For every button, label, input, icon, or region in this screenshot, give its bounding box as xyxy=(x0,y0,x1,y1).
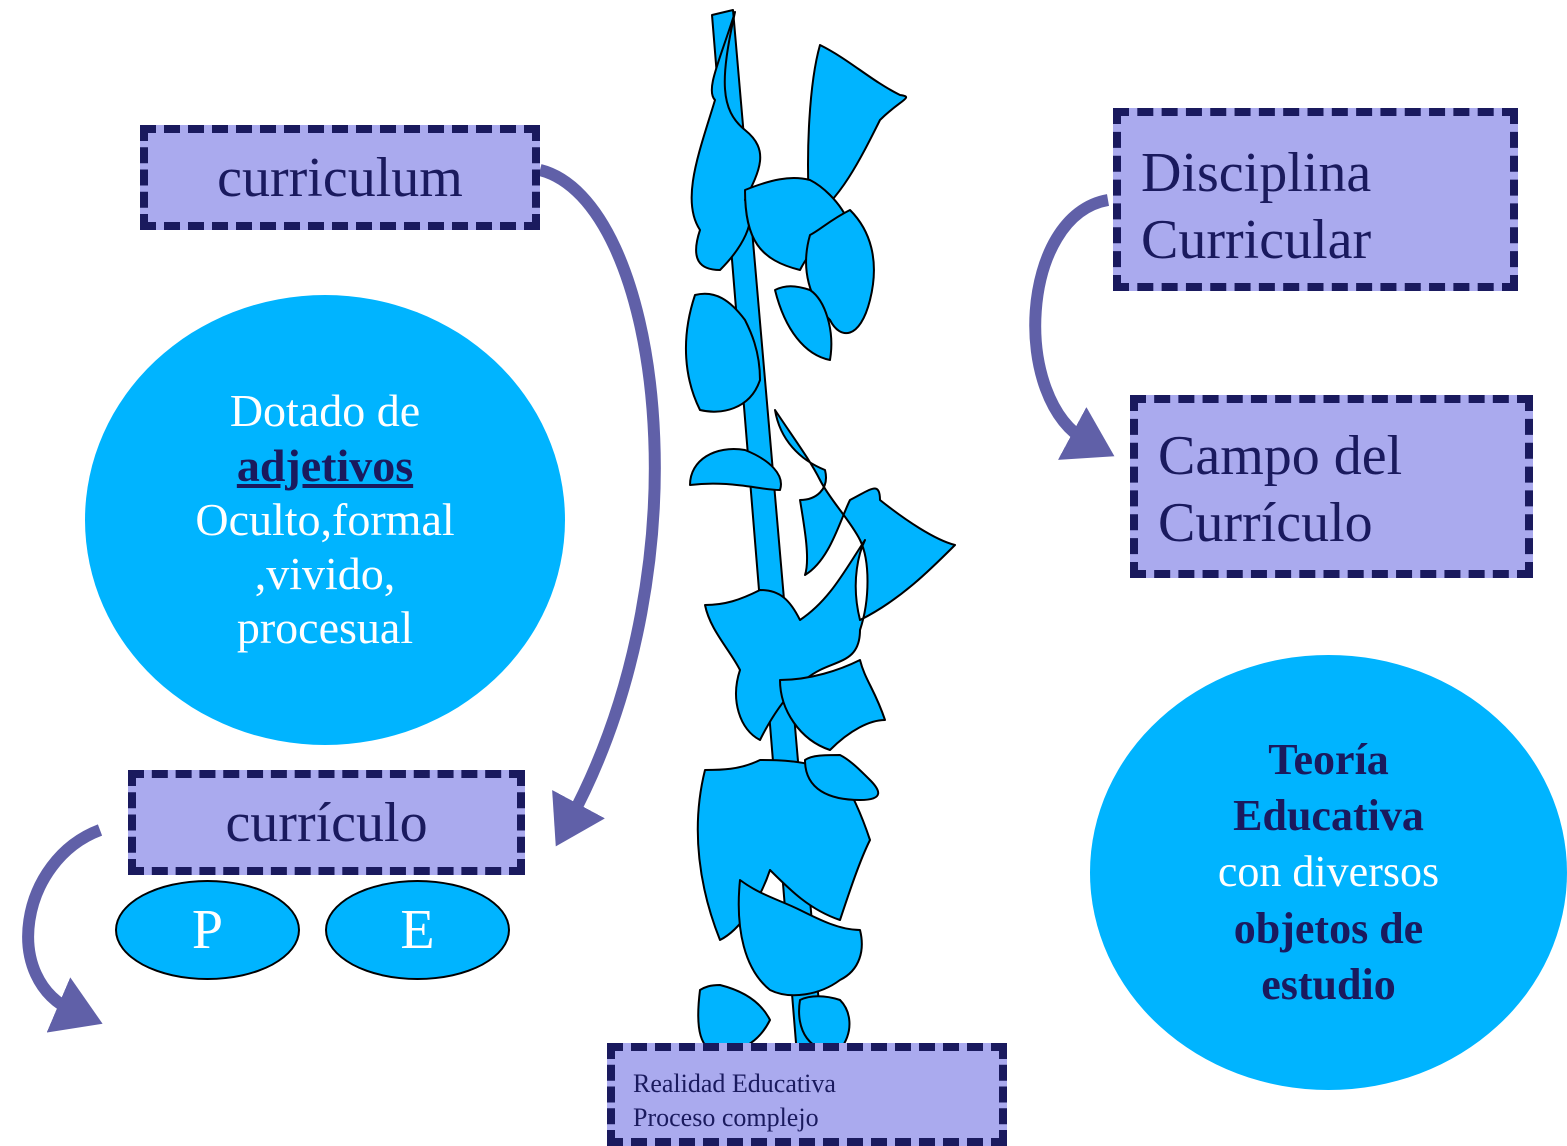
circle-line-educativa: Educativa xyxy=(1233,791,1424,841)
oval-p-label: P xyxy=(191,899,224,961)
arrow-curriculo-down xyxy=(22,824,103,1033)
curricular-label: Curricular xyxy=(1141,209,1372,272)
proceso-complejo-label: Proceso complejo xyxy=(633,1102,819,1132)
curriculum-label: curriculum xyxy=(217,146,463,209)
circle-line-teoria: Teoría xyxy=(1268,734,1389,784)
oval-p: P xyxy=(115,880,300,980)
disciplina-curricular-box: Disciplina Curricular xyxy=(1113,108,1518,291)
circle-line-adjetivos: adjetivos xyxy=(236,439,414,491)
realidad-educativa-box: Realidad Educativa Proceso complejo xyxy=(607,1043,1007,1146)
dotado-de-adjetivos-circle: Dotado de adjetivos Oculto,formal ,vivid… xyxy=(85,295,565,745)
teoria-educativa-circle: Teoría Educativa con diversos objetos de… xyxy=(1090,655,1567,1090)
oval-e-label: E xyxy=(400,899,435,961)
campo-del-label: Campo del xyxy=(1158,425,1403,487)
oval-e: E xyxy=(325,880,510,980)
circle-line-estudio: estudio xyxy=(1261,959,1396,1009)
realidad-educativa-label: Realidad Educativa xyxy=(633,1069,836,1098)
circle-line-procesual: procesual xyxy=(236,602,414,654)
curriculo-line-label: Currículo xyxy=(1158,492,1373,555)
disciplina-label: Disciplina xyxy=(1141,142,1372,204)
circle-line-objetos-de: objetos de xyxy=(1233,903,1424,953)
circle-line-con-diversos: con diversos xyxy=(1217,847,1440,897)
circle-line-dotado: Dotado de xyxy=(229,385,421,437)
curriculo-label: currículo xyxy=(225,791,428,854)
circle-line-oculto: Oculto,formal xyxy=(195,493,455,545)
curriculum-box: curriculum xyxy=(140,125,540,230)
circle-line-vivido: ,vivido, xyxy=(254,548,396,600)
arrow-curriculum-to-curriculo xyxy=(538,164,661,847)
campo-del-curriculo-box: Campo del Currículo xyxy=(1130,395,1533,578)
curriculo-box: currículo xyxy=(128,770,525,875)
arrow-disciplina-to-campo xyxy=(1029,194,1115,460)
